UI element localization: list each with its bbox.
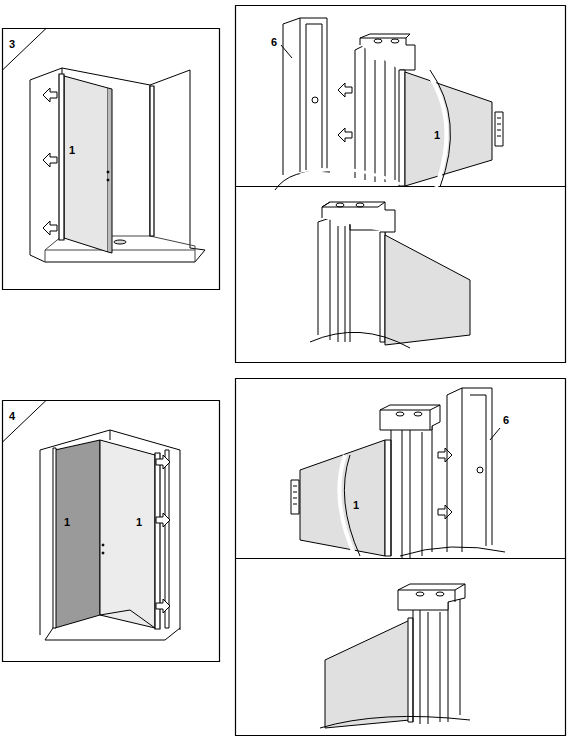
part-callout: 1 (434, 130, 440, 141)
step-number: 4 (9, 411, 15, 422)
step-number: 3 (9, 39, 15, 50)
step-panel (3, 29, 220, 290)
detail-panel (236, 379, 566, 736)
detail-panel (236, 6, 566, 363)
part-callout: 6 (503, 415, 509, 426)
part-callout: 1 (353, 500, 359, 511)
part-callout: 1 (69, 145, 75, 156)
part-callout: 6 (271, 37, 277, 48)
step-panel (3, 401, 220, 662)
part-callout: 1 (136, 517, 142, 528)
part-callout: 1 (64, 517, 70, 528)
